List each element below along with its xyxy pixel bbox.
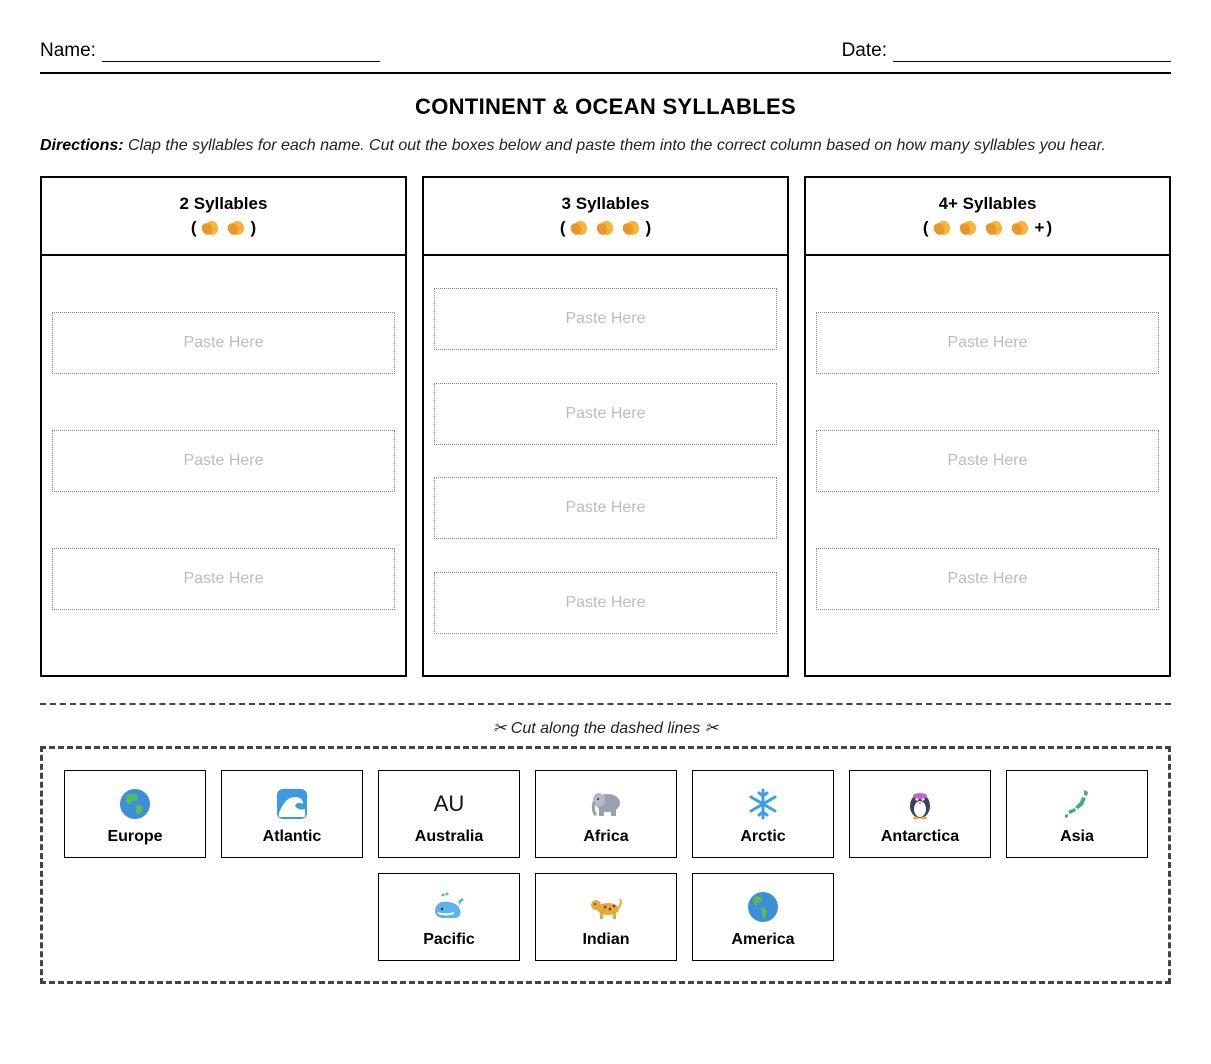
card-asia[interactable]: Asia [1006,770,1148,858]
name-field[interactable]: Name: [40,40,380,62]
cut-instruction: ✂ Cut along the dashed lines ✂ [40,718,1171,738]
clap-indicator: () [190,218,257,237]
column-2-syllables: 2 Syllables () Paste Here Paste Here Pas… [40,176,407,677]
leopard-icon [536,890,676,924]
card-label: Australia [414,828,484,845]
card-label: Asia [1060,828,1094,845]
clap-icon [568,219,592,237]
paste-slot[interactable]: Paste Here [52,312,395,374]
name-label: Name: [40,40,96,61]
column-4-plus-syllables: 4+ Syllables (+) Paste Here Paste Here P… [804,176,1171,677]
card-label: America [731,931,795,948]
name-line[interactable] [101,42,380,62]
cut-instruction-text: Cut along the dashed lines [510,720,701,737]
card-europe[interactable]: Europe [64,770,206,858]
scissors-icon: ✂ [492,720,507,737]
column-title: 4+ Syllables [938,194,1037,213]
column-title: 2 Syllables [179,194,268,213]
card-label: Europe [107,828,163,845]
paste-slot[interactable]: Paste Here [816,430,1159,492]
cutout-area: Europe Atlantic AU Australia Africa Arct… [40,746,1171,984]
paste-slot[interactable]: Paste Here [434,383,777,445]
directions-lead: Directions: [40,137,124,154]
clap-indicator: () [559,218,652,237]
card-america[interactable]: America [692,873,834,961]
clap-icon [983,219,1007,237]
scissors-icon: ✂ [704,720,719,737]
snowflake-icon [693,787,833,821]
paste-slot[interactable]: Paste Here [434,572,777,634]
whale-icon [379,890,519,924]
wave-icon [222,787,362,821]
paste-slot[interactable]: Paste Here [52,430,395,492]
card-arctic[interactable]: Arctic [692,770,834,858]
column-header: 3 Syllables () [424,178,787,256]
card-label: Arctic [740,828,786,845]
plus-suffix: + [1034,218,1045,237]
clap-icon [620,219,644,237]
card-australia[interactable]: AU Australia [378,770,520,858]
column-3-syllables: 3 Syllables () Paste Here Paste Here Pas… [422,176,789,677]
japan-map-icon [1007,787,1147,821]
card-label: Africa [583,828,629,845]
paste-slot[interactable]: Paste Here [434,288,777,350]
card-label: Atlantic [262,828,322,845]
card-label: Antarctica [880,828,960,845]
clap-icon [225,219,249,237]
card-indian[interactable]: Indian [535,873,677,961]
clap-icon [199,219,223,237]
penguin-icon [850,787,990,821]
globe-europe-icon [65,787,205,821]
date-label: Date: [841,40,887,61]
paste-slot[interactable]: Paste Here [52,548,395,610]
clap-icon [931,219,955,237]
date-line[interactable] [893,42,1171,62]
header: Name: Date: [40,38,1171,74]
paste-slot[interactable]: Paste Here [816,312,1159,374]
au-flag-text: AU [433,791,465,816]
card-africa[interactable]: Africa [535,770,677,858]
card-antarctica[interactable]: Antarctica [849,770,991,858]
clap-icon [594,219,618,237]
cut-line [40,703,1171,705]
date-field[interactable]: Date: [842,40,1171,62]
paste-slot[interactable]: Paste Here [816,548,1159,610]
directions: Directions: Clap the syllables for each … [40,137,1171,155]
card-pacific[interactable]: Pacific [378,873,520,961]
clap-icon [1009,219,1033,237]
directions-text: Clap the syllables for each name. Cut ou… [123,137,1106,154]
card-atlantic[interactable]: Atlantic [221,770,363,858]
column-title: 3 Syllables [561,194,650,213]
paste-slot[interactable]: Paste Here [434,477,777,539]
card-label: Pacific [423,931,475,948]
column-header: 2 Syllables () [42,178,405,256]
page-title: CONTINENT & OCEAN SYLLABLES [415,94,796,119]
card-label: Indian [582,931,630,948]
elephant-icon [536,787,676,821]
column-header: 4+ Syllables (+) [806,178,1169,256]
globe-americas-icon [693,890,833,924]
clap-icon [957,219,981,237]
clap-indicator: (+) [922,218,1053,237]
